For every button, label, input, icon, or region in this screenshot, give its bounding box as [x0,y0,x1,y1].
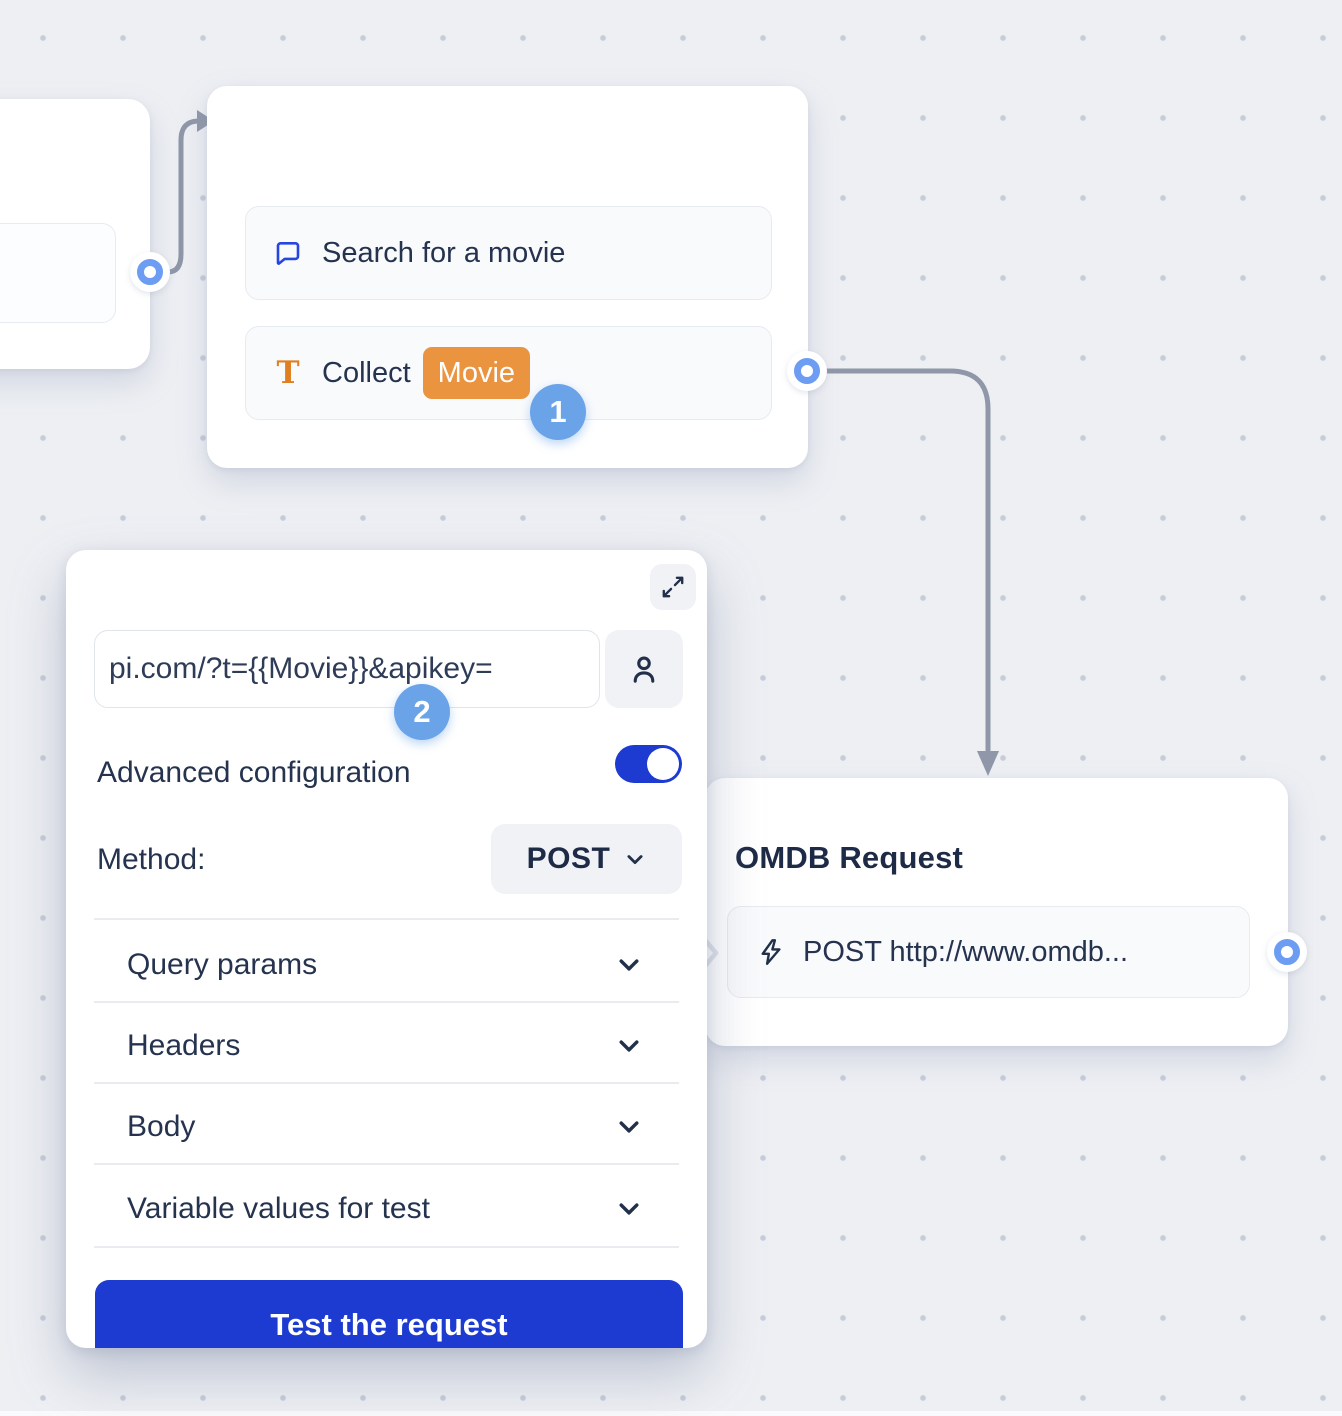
chevron-down-icon [627,855,643,865]
expand-button[interactable] [650,564,696,610]
advanced-configuration-toggle[interactable] [615,745,682,783]
chevron-down-icon [619,959,639,971]
connector-partial-to-movie-search [161,118,202,275]
divider [94,918,679,920]
omdb-output-port[interactable] [1267,932,1307,972]
annotation-badge-1: 1 [530,384,586,440]
chat-bubble-icon [273,238,303,268]
omdb-request-node-title: OMDB Request [735,840,964,875]
section-label: Query params [127,948,318,981]
chevron-down-icon [619,1203,639,1215]
webhook-step[interactable]: POST http://www.omdb... [727,906,1250,998]
method-value: POST [526,842,611,875]
method-label: Method: [97,843,206,876]
text-input-icon: T [276,354,300,391]
insert-variable-button[interactable] [605,630,683,708]
webhook-step-label: POST http://www.omdb... [803,935,1129,968]
message-step[interactable]: Search for a movie [245,206,772,300]
movie-search-node[interactable]: Movie search Search for a movie T Collec… [207,86,808,468]
collect-step-label: Collect [322,356,411,389]
section-variable-values[interactable]: Variable values for test [66,1168,707,1248]
port-ring [1274,939,1300,965]
divider [94,1163,679,1165]
collect-step[interactable]: T Collect Movie [245,326,772,420]
bottom-card-edge [0,1411,1342,1416]
connector-arrow-down-icon [977,751,999,776]
annotation-badge-2: 2 [394,684,450,740]
method-dropdown[interactable]: POST [491,824,682,894]
partial-node-output-port[interactable] [130,252,170,292]
person-icon [633,656,655,683]
divider [94,1246,679,1248]
message-step-label: Search for a movie [322,236,566,269]
lightning-bolt-icon [756,937,786,967]
port-ring [794,358,820,384]
section-label: Body [127,1110,196,1143]
divider [94,1001,679,1003]
test-request-button[interactable]: Test the request [95,1280,683,1348]
connector-arrow-right-icon [197,110,214,132]
divider [94,1082,679,1084]
section-body[interactable]: Body [66,1086,707,1166]
section-query-params[interactable]: Query params [66,925,707,1005]
url-input[interactable] [94,630,600,708]
connector-movie-search-to-omdb [821,368,991,756]
variable-badge: Movie [422,347,531,399]
chevron-down-icon [619,1040,639,1052]
omdb-request-node[interactable]: OMDB Request POST http://www.omdb... [705,778,1288,1046]
movie-search-output-port[interactable] [787,351,827,391]
toggle-knob [647,748,679,780]
section-label: Headers [127,1029,241,1062]
chevron-down-icon [619,1121,639,1133]
section-label: Variable values for test [127,1192,430,1225]
port-ring [137,259,163,285]
partial-node-card[interactable] [0,99,150,369]
request-editor-panel: Advanced configuration Method: POST Quer… [66,550,707,1348]
section-headers[interactable]: Headers [66,1005,707,1085]
partial-node-step[interactable] [0,223,116,323]
advanced-configuration-label: Advanced configuration [97,756,411,789]
expand-icon [662,576,684,598]
